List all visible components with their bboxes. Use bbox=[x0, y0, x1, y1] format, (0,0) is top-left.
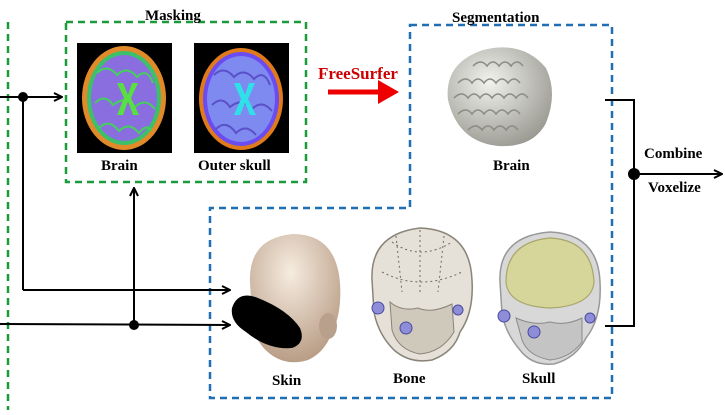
mri-outer-skull-mask-image bbox=[194, 43, 289, 153]
segmented-brain-surface-image bbox=[447, 47, 552, 147]
segmentation-title: Segmentation bbox=[452, 10, 540, 26]
masking-outer-skull-label: Outer skull bbox=[198, 158, 271, 174]
combine-label: Combine bbox=[644, 146, 703, 162]
masking-brain-label: Brain bbox=[101, 158, 138, 174]
segmentation-brain-label: Brain bbox=[493, 158, 530, 174]
masking-box bbox=[64, 20, 308, 184]
voxelize-label: Voxelize bbox=[648, 180, 701, 196]
mri-brain-mask-image bbox=[77, 43, 172, 153]
freesurfer-label: FreeSurfer bbox=[318, 64, 398, 83]
skull-label: Skull bbox=[522, 371, 556, 387]
skin-head-model-image bbox=[231, 234, 341, 363]
skull-model-image bbox=[497, 231, 601, 365]
masking-title: Masking bbox=[145, 8, 201, 24]
skin-label: Skin bbox=[272, 373, 302, 389]
segmentation-box bbox=[208, 23, 614, 400]
combine-bracket bbox=[605, 99, 635, 327]
bone-skull-model-image bbox=[371, 227, 473, 362]
input-line-bottom bbox=[0, 324, 230, 325]
bone-label: Bone bbox=[393, 371, 426, 387]
